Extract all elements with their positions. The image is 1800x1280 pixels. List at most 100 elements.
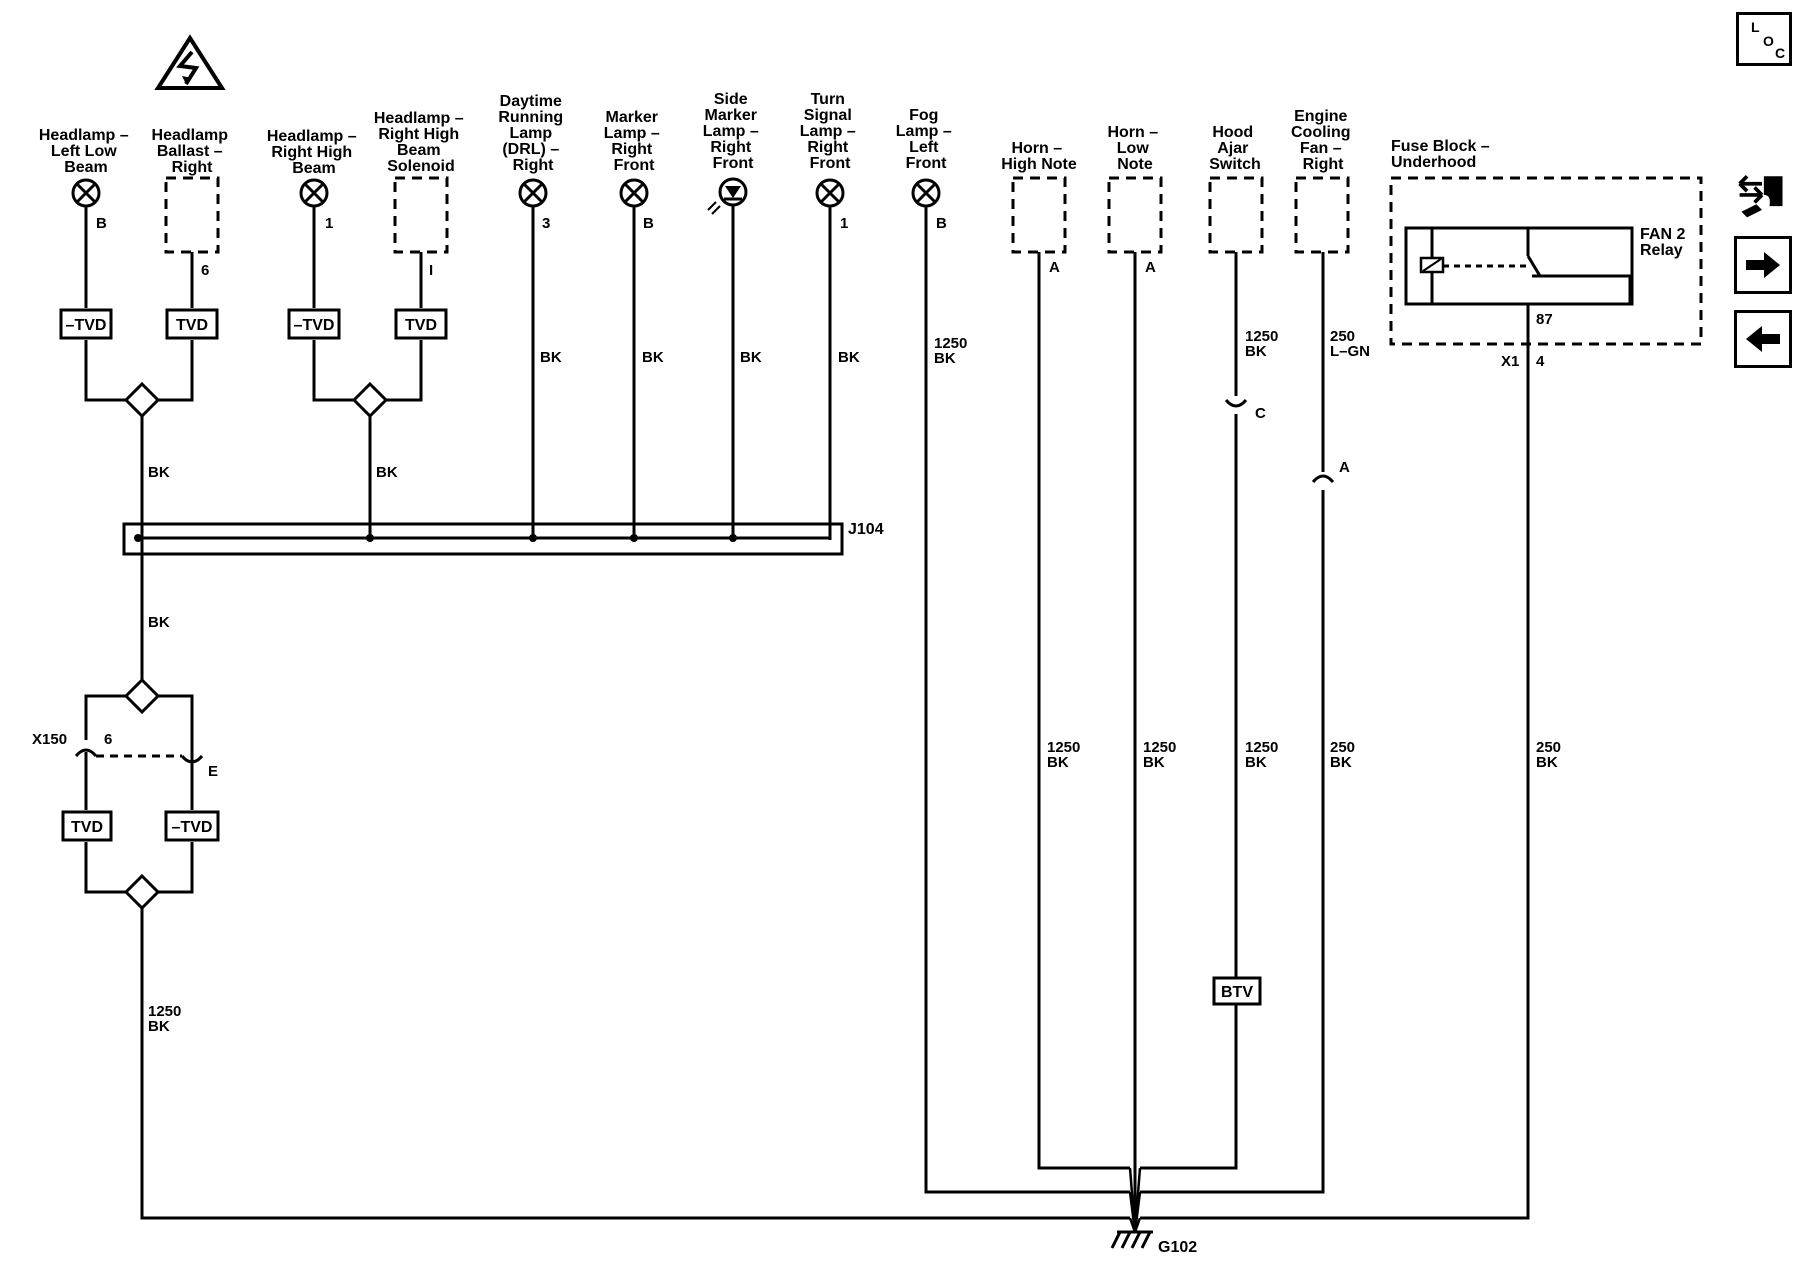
label-horn-low-note: Horn – Low Note bbox=[1107, 124, 1162, 173]
wire-bk-left: BK bbox=[148, 464, 170, 481]
connector-view-button[interactable] bbox=[1734, 166, 1790, 222]
pin-ballast-6: 6 bbox=[201, 262, 209, 279]
wire-hood-upper: 1250 BK bbox=[1245, 328, 1283, 360]
wire-fan-upper: 250 L–GN bbox=[1330, 328, 1370, 360]
wire-ground-left: 1250 BK bbox=[148, 1003, 186, 1035]
previous-page-button[interactable] bbox=[1734, 310, 1792, 368]
pin-fog-b: B bbox=[936, 215, 947, 232]
fuse-block-label: Fuse Block – Underhood bbox=[1391, 138, 1494, 171]
led-side-marker-icon bbox=[707, 177, 748, 215]
x150-pin-6: 6 bbox=[104, 731, 112, 748]
label-marker-lamp-right-front: Marker Lamp – Right Front bbox=[604, 109, 664, 174]
next-page-button[interactable] bbox=[1734, 236, 1792, 294]
arrow-right-icon bbox=[1746, 252, 1780, 278]
wire-bk-marker: BK bbox=[642, 349, 664, 366]
pin-left-low-b: B bbox=[96, 215, 107, 232]
dashed-components bbox=[164, 176, 1703, 346]
lamp-fog-icon bbox=[911, 178, 941, 208]
wire-bk-right: BK bbox=[376, 464, 398, 481]
pin-solenoid-i: I bbox=[429, 262, 433, 279]
hood-connector-c bbox=[1224, 398, 1248, 408]
tvd-lower-left: TVD bbox=[71, 819, 103, 836]
x150-pin-e: E bbox=[208, 763, 218, 780]
wire-bk-drl: BK bbox=[540, 349, 562, 366]
wire-bk-below-j104: BK bbox=[148, 614, 170, 631]
horn-low-box bbox=[1107, 176, 1163, 254]
loc-letter-l: L bbox=[1751, 19, 1760, 35]
lamp-left-low-beam-icon bbox=[71, 178, 101, 208]
pin-horn-low-a: A bbox=[1145, 259, 1156, 276]
wire-relay: 250 BK bbox=[1536, 739, 1565, 771]
cooling-fan-box bbox=[1294, 176, 1350, 254]
arrow-left-icon bbox=[1746, 326, 1780, 352]
loc-letter-c: C bbox=[1775, 45, 1786, 61]
btv-box: BTV bbox=[1221, 984, 1253, 1001]
tvd-neg-left: –TVD bbox=[66, 317, 107, 334]
pin-turn-1: 1 bbox=[840, 215, 848, 232]
label-side-marker-lamp-right-front: Side Marker Lamp – Right Front bbox=[703, 91, 763, 172]
splice-lower-bottom bbox=[123, 873, 161, 911]
lamp-marker-icon bbox=[619, 178, 649, 208]
twisted-pair-boxes bbox=[59, 308, 1262, 1006]
wire-hood-lower: 1250 BK bbox=[1245, 739, 1283, 771]
label-headlamp-right-high-beam-solenoid: Headlamp – Right High Beam Solenoid bbox=[374, 110, 468, 175]
splice-left bbox=[123, 381, 161, 419]
fuse-block-box bbox=[1389, 176, 1703, 346]
label-headlamp-right-high-beam: Headlamp – Right High Beam bbox=[267, 128, 361, 177]
label-drl-right: Daytime Running Lamp (DRL) – Right bbox=[498, 93, 567, 174]
wire-horn-low: 1250 BK bbox=[1143, 739, 1181, 771]
pin-right-high-1: 1 bbox=[325, 215, 333, 232]
tvd-ballast: TVD bbox=[176, 317, 208, 334]
fan2-relay bbox=[1404, 226, 1634, 306]
splice-diamonds bbox=[123, 381, 389, 911]
loc-letter-o: O bbox=[1763, 33, 1774, 49]
hood-connector-c-label: C bbox=[1255, 405, 1266, 422]
location-view-button[interactable]: L O C bbox=[1736, 12, 1792, 66]
horn-high-box bbox=[1011, 176, 1067, 254]
lamp-drl-icon bbox=[518, 178, 548, 208]
solenoid-box bbox=[393, 176, 449, 254]
ground-g102-icon bbox=[1110, 1167, 1153, 1249]
x150-connector bbox=[74, 740, 204, 764]
pin-marker-b: B bbox=[643, 215, 654, 232]
tvd-neg-lower-right: –TVD bbox=[172, 819, 213, 836]
x150-label: X150 bbox=[32, 731, 67, 748]
ballast-right-box bbox=[164, 176, 220, 254]
svg-text:Fuse Block – Underhood: Fuse Block – Underhood bbox=[1391, 138, 1494, 171]
label-fog-lamp-left-front: Fog Lamp – Left Front bbox=[896, 107, 956, 172]
lamp-right-high-beam-icon bbox=[299, 178, 329, 208]
label-headlamp-left-low-beam: Headlamp – Left Low Beam bbox=[39, 127, 133, 176]
fan-connector-a-label: A bbox=[1339, 459, 1350, 476]
fuse-connector-x1: X1 bbox=[1501, 353, 1519, 370]
connector-wrench-icon bbox=[1738, 174, 1783, 218]
j104-label: J104 bbox=[848, 521, 884, 538]
fuse-pin-4: 4 bbox=[1536, 353, 1545, 370]
j104-splice-pack bbox=[122, 522, 844, 680]
hood-ajar-box bbox=[1208, 176, 1264, 254]
tvd-neg-right: –TVD bbox=[294, 317, 335, 334]
pin-horn-high-a: A bbox=[1049, 259, 1060, 276]
label-engine-cooling-fan-right: Engine Cooling Fan – Right bbox=[1291, 108, 1355, 173]
splice-right bbox=[351, 381, 389, 419]
fan-connector-a bbox=[1311, 474, 1335, 484]
wire-horn-high: 1250 BK bbox=[1047, 739, 1085, 771]
wire-bk-side: BK bbox=[740, 349, 762, 366]
g102-label: G102 bbox=[1158, 1239, 1197, 1256]
wires bbox=[84, 205, 1530, 1220]
pin-relay-87: 87 bbox=[1536, 311, 1553, 328]
wire-bk-turn: BK bbox=[838, 349, 860, 366]
label-hood-ajar-switch: Hood Ajar Switch bbox=[1209, 124, 1261, 173]
tvd-solenoid: TVD bbox=[405, 317, 437, 334]
fan2-relay-label: FAN 2 Relay bbox=[1640, 226, 1690, 259]
label-headlamp-ballast-right: Headlamp Ballast – Right bbox=[152, 127, 233, 176]
label-horn-high-note: Horn – High Note bbox=[1001, 140, 1077, 173]
esd-warning-icon bbox=[154, 34, 226, 90]
splice-lower-top bbox=[123, 677, 161, 715]
lamp-turn-signal-icon bbox=[815, 178, 845, 208]
pin-drl-3: 3 bbox=[542, 215, 550, 232]
label-turn-signal-lamp-right-front: Turn Signal Lamp – Right Front bbox=[800, 91, 860, 172]
wire-fan-lower: 250 BK bbox=[1330, 739, 1359, 771]
component-labels: Headlamp – Left Low Beam Headlamp Ballas… bbox=[39, 91, 1355, 177]
wire-fog: 1250 BK bbox=[934, 335, 972, 367]
